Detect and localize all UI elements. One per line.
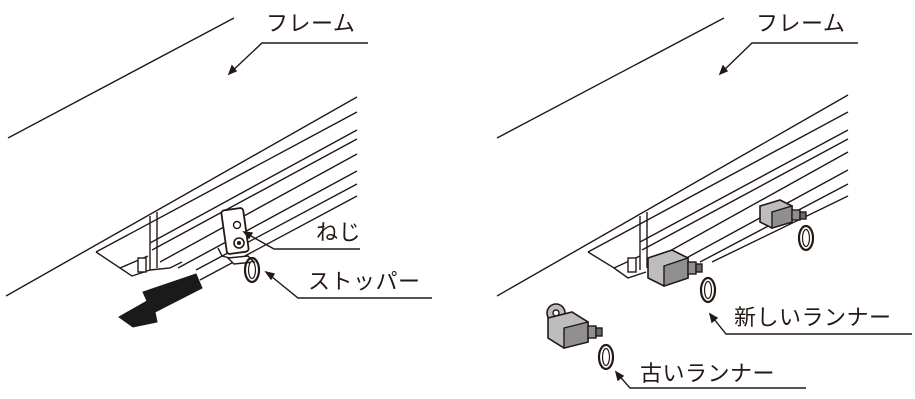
- leader-frame-left: [228, 42, 368, 75]
- frame-upper-edge-left: [7, 17, 235, 139]
- frame-label-left: フレーム: [266, 12, 356, 37]
- stopper-ring: [243, 256, 261, 284]
- frame-label-right: フレーム: [756, 12, 846, 37]
- old-runner-label: 古いランナー: [640, 362, 776, 387]
- leader-new-runner: [709, 313, 912, 335]
- rail-left: [95, 111, 358, 281]
- removal-arrow: [118, 273, 203, 328]
- new-runner-front-ring: [699, 276, 717, 304]
- frame-upper-edge-right: [496, 17, 725, 139]
- new-runner-front: [647, 249, 703, 287]
- rail-right: [587, 111, 849, 279]
- frame-lower-edge-left: [5, 96, 358, 297]
- new-runner-back: [759, 199, 807, 229]
- leader-frame-right: [719, 42, 858, 75]
- right-panel: [496, 17, 912, 389]
- leader-screw: [243, 231, 360, 250]
- old-runner-ring: [597, 343, 615, 371]
- new-runner-back-ring: [797, 224, 815, 252]
- stopper-label: ストッパー: [308, 270, 421, 295]
- screw-label: ねじ: [316, 221, 362, 246]
- old-runner: [546, 303, 603, 349]
- left-panel: [5, 17, 432, 328]
- stopper: [217, 207, 256, 265]
- frame-lower-edge-right: [496, 94, 849, 297]
- leader-stopper: [265, 271, 432, 299]
- new-runner-label: 新しいランナー: [734, 306, 892, 331]
